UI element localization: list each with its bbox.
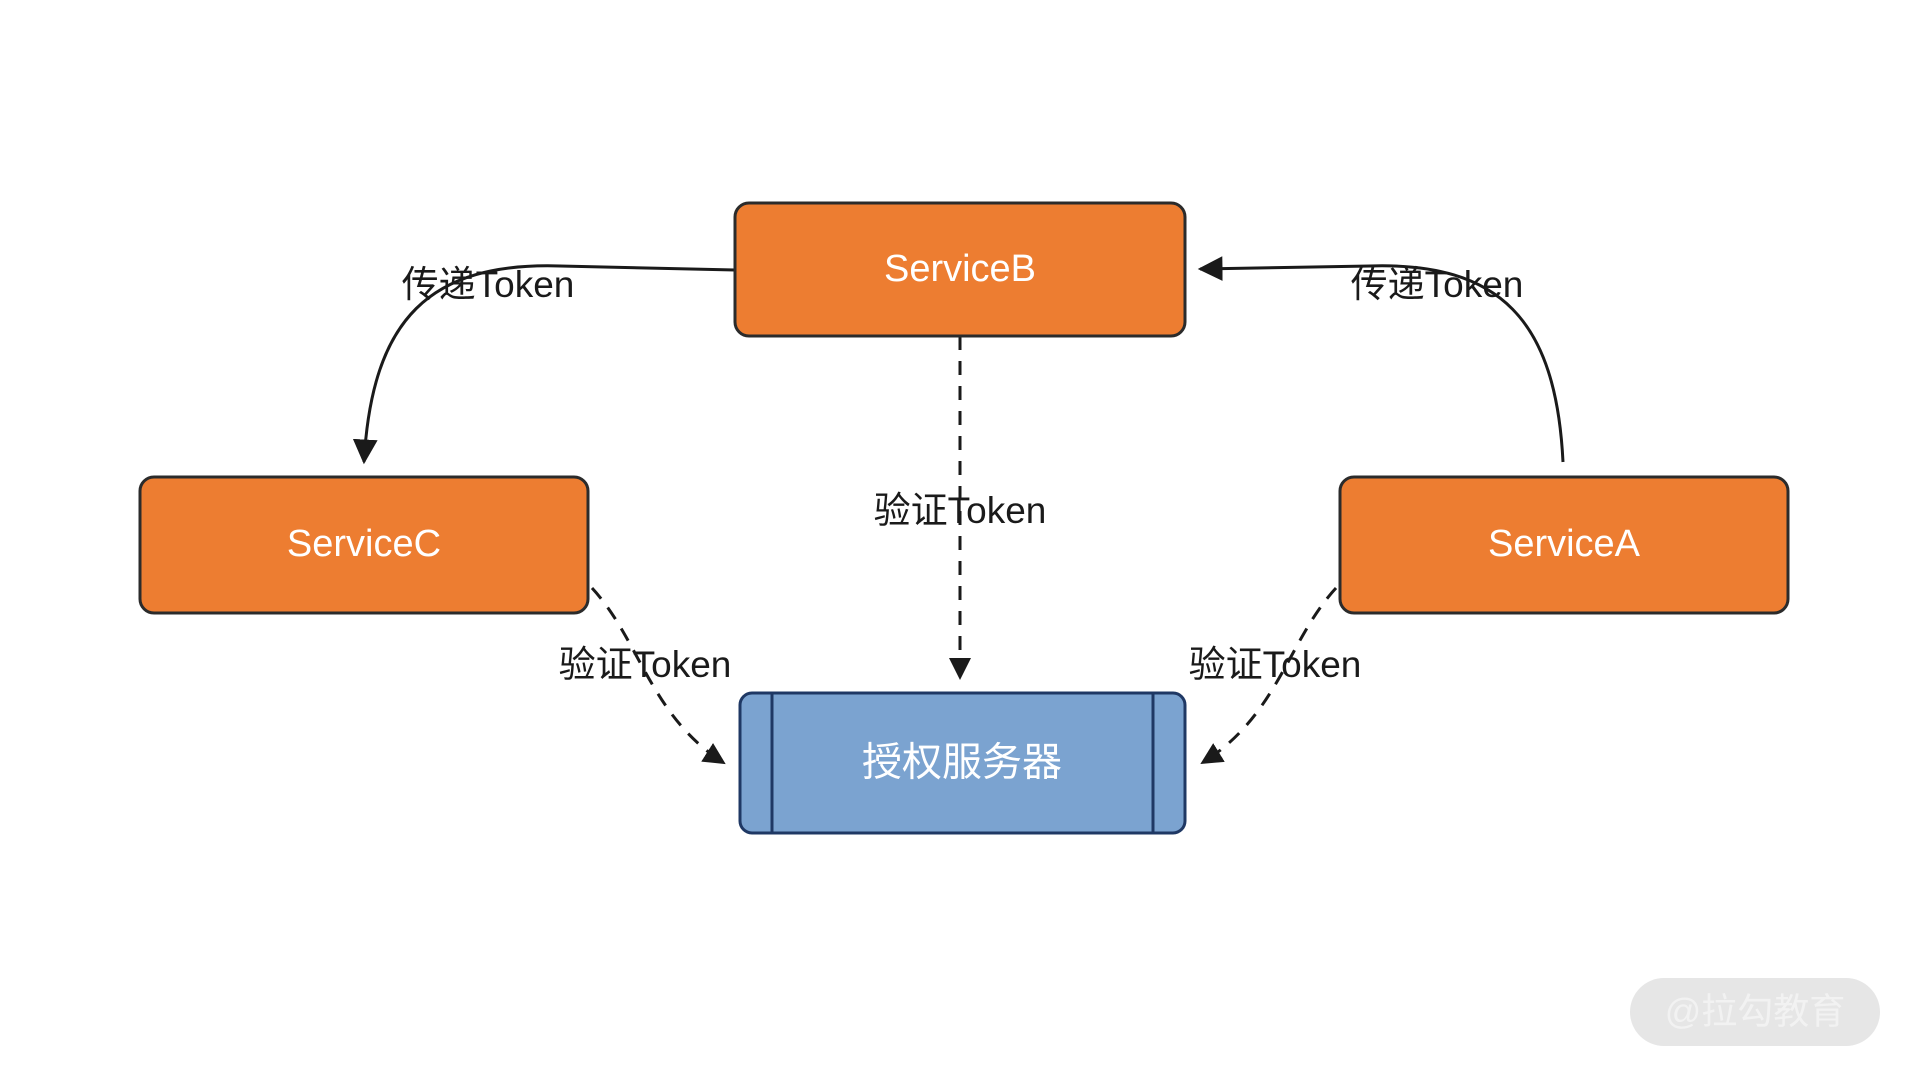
node-shape-service-b[interactable] bbox=[733, 201, 1187, 338]
watermark-label: @拉勾教育 bbox=[1665, 991, 1846, 1032]
edge-service-c-to-auth: 验证Token bbox=[559, 586, 732, 765]
edge-service-a-to-service-b: 传递Token bbox=[1197, 256, 1565, 463]
node-label-service-a: ServiceA bbox=[1488, 523, 1641, 565]
edge-service-b-to-auth: 验证Token bbox=[874, 336, 1047, 680]
edge-line-a-to-b bbox=[1197, 256, 1565, 463]
watermark: @拉勾教育 bbox=[1630, 978, 1880, 1046]
edge-label-b-to-auth: 验证Token bbox=[874, 490, 1047, 531]
edge-service-b-to-service-c: 传递Token bbox=[352, 264, 736, 465]
node-service-c[interactable]: ServiceC bbox=[138, 475, 590, 615]
edge-label-a-to-auth: 验证Token bbox=[1189, 644, 1362, 685]
node-shape-auth-server[interactable] bbox=[738, 691, 1187, 835]
edge-label-c-to-auth: 验证Token bbox=[559, 644, 732, 685]
watermark-pill bbox=[1630, 978, 1880, 1046]
edge-line-b-to-c bbox=[352, 264, 736, 465]
edge-line-a-to-auth bbox=[1200, 586, 1338, 765]
edge-label-b-to-c: 传递Token bbox=[402, 264, 575, 305]
edge-service-a-to-auth: 验证Token bbox=[1189, 586, 1362, 765]
node-label-service-b: ServiceB bbox=[884, 248, 1036, 290]
node-auth-server[interactable]: 授权服务器 bbox=[738, 691, 1187, 835]
node-shape-service-c[interactable] bbox=[138, 475, 590, 615]
edge-label-a-to-b: 传递Token bbox=[1351, 264, 1524, 305]
node-service-a[interactable]: ServiceA bbox=[1338, 475, 1790, 615]
node-label-auth-server: 授权服务器 bbox=[862, 741, 1062, 785]
node-label-service-c: ServiceC bbox=[287, 523, 441, 565]
node-shape-service-a[interactable] bbox=[1338, 475, 1790, 615]
edge-line-c-to-auth bbox=[590, 586, 726, 765]
node-service-b[interactable]: ServiceB bbox=[733, 201, 1187, 338]
